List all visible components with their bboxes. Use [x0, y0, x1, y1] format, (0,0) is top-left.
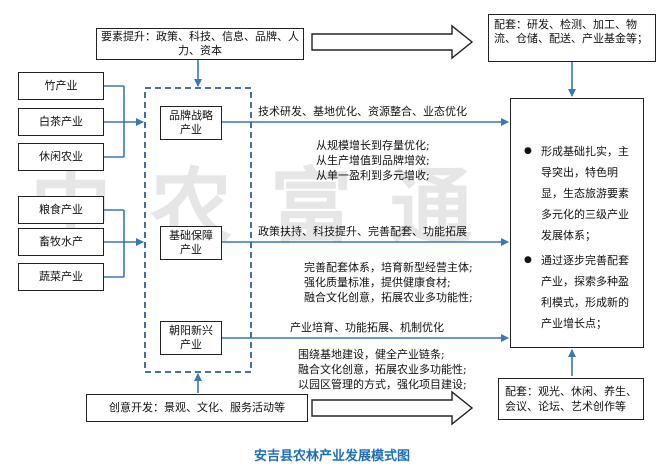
industry-grain-label: 粮食产业: [39, 203, 83, 216]
flow3-note-2: 融合文化创意，拓展农业多功能性;: [298, 363, 467, 376]
factor-upgrade-box: 要素提升：政策、科技、信息、品牌、人力、资本: [96, 28, 304, 60]
flow1-note-3: 从单一盈利到多元增收;: [316, 169, 430, 182]
flow2-note-2: 强化质量标准，提供健康食材;: [304, 276, 451, 289]
strategy-brand: 品牌战略产业: [160, 106, 222, 140]
industry-leisure-agriculture: 休闲农业: [18, 143, 104, 171]
industry-grain: 粮食产业: [18, 196, 104, 224]
industry-bamboo: 竹产业: [18, 72, 104, 100]
creative-dev-box: 创意开发：景观、文化、服务活动等: [86, 394, 308, 422]
support-top-text: 配套：研发、检测、加工、物流、仓储、配送、产业基金等；: [494, 18, 648, 45]
factor-upgrade-text: 要素提升：政策、科技、信息、品牌、人力、资本: [101, 30, 299, 57]
strategy-brand-label: 品牌战略产业: [169, 109, 213, 136]
flow2-note-3: 融合文化创意，拓展农业多功能性;: [304, 291, 473, 304]
industry-vegetable-label: 蔬菜产业: [39, 270, 83, 283]
industry-vegetable: 蔬菜产业: [18, 263, 104, 291]
strategy-basic-guarantee-label: 基础保障产业: [169, 229, 213, 256]
flow1-note-2: 从生产增值到品牌增效;: [316, 154, 430, 167]
outcome-list: 形成基础扎实，主导突出，特色明显，生态旅游要素多元化的三级产业发展体系； 通过逐…: [519, 141, 637, 334]
industry-bamboo-label: 竹产业: [44, 79, 78, 92]
outcome-box: 形成基础扎实，主导突出，特色明显，生态旅游要素多元化的三级产业发展体系； 通过逐…: [510, 98, 644, 348]
hollow-arrow-top: [311, 24, 474, 60]
strategy-dashed-container: [144, 87, 252, 373]
strategy-emerging-label: 朝阳新兴产业: [169, 324, 213, 351]
industry-white-tea: 白茶产业: [18, 108, 104, 136]
flow3-note-1: 围绕基地建设，健全产业链条;: [298, 348, 445, 361]
flow2-note-1: 完善配套体系，培育新型经营主体;: [304, 261, 473, 274]
outcome-item: 形成基础扎实，主导突出，特色明显，生态旅游要素多元化的三级产业发展体系；: [524, 141, 637, 246]
flow3-note-3: 以园区管理的方式，强化项目建设;: [298, 378, 467, 391]
hollow-arrow-bottom: [311, 390, 474, 426]
support-bottom-box: 配套：观光、休闲、养生、会议、论坛、艺术创作等: [498, 378, 644, 420]
support-bottom-text: 配套：观光、休闲、养生、会议、论坛、艺术创作等: [505, 385, 637, 413]
strategy-emerging: 朝阳新兴产业: [160, 321, 222, 355]
industry-livestock: 畜牧水产: [18, 228, 104, 256]
flow1-note-1: 从规模增长到存量优化;: [316, 139, 430, 152]
industry-leisure-agriculture-label: 休闲农业: [39, 150, 83, 163]
outcome-item: 通过逐步完善配套产业，探索多种盈利模式，形成新的产业增长点；: [524, 250, 637, 334]
strategy-basic-guarantee: 基础保障产业: [160, 226, 222, 260]
support-top-box: 配套：研发、检测、加工、物流、仓储、配送、产业基金等；: [488, 14, 656, 62]
flow2-label: 政策扶持、科技提升、完善配套、功能拓展: [258, 225, 467, 238]
industry-white-tea-label: 白茶产业: [39, 115, 83, 128]
industry-livestock-label: 畜牧水产: [39, 235, 83, 248]
flow3-label: 产业培育、功能拓展、机制优化: [290, 321, 444, 334]
creative-dev-text: 创意开发：景观、文化、服务活动等: [109, 401, 285, 414]
figure-caption: 安吉县农林产业发展模式图: [253, 449, 410, 464]
flow1-label: 技术研发、基地优化、资源整合、业态优化: [258, 105, 467, 118]
